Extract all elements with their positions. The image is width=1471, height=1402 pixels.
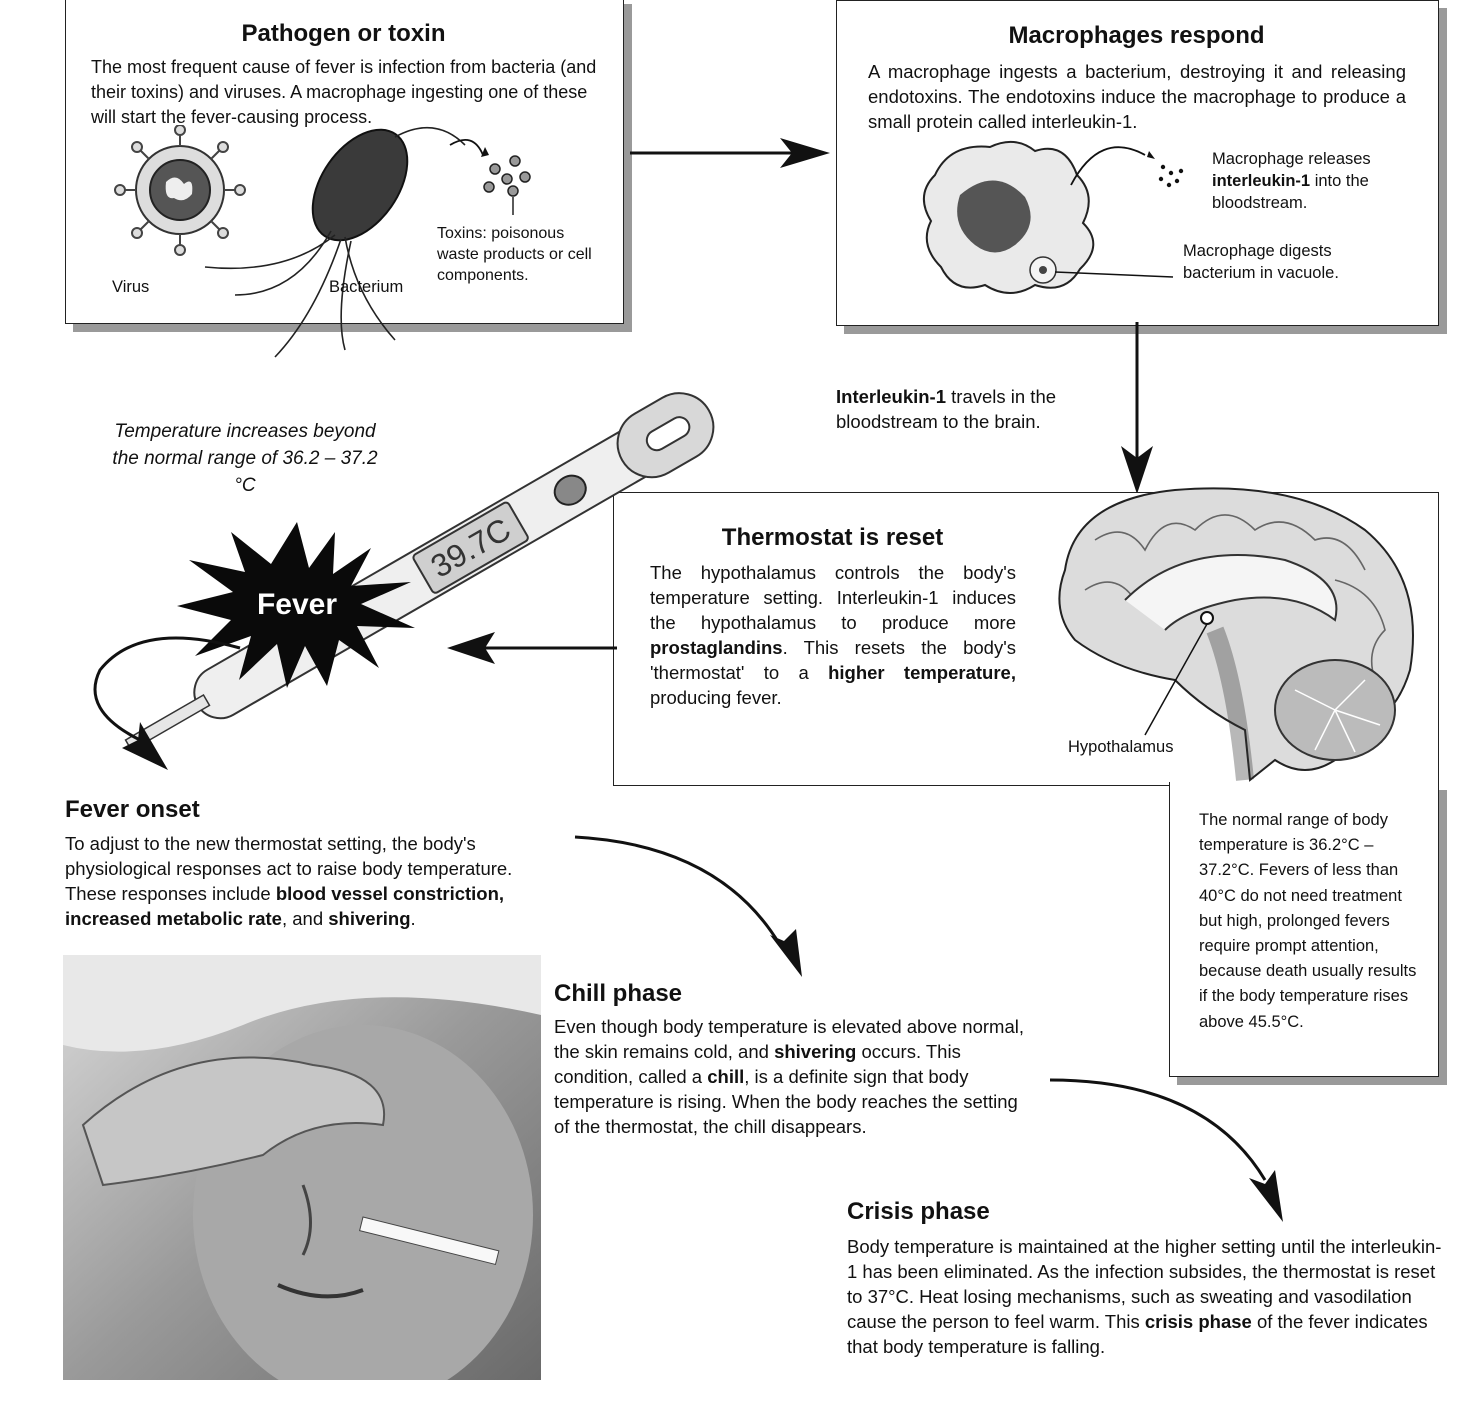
crisis-title: Crisis phase [847, 1198, 990, 1225]
arrow-thermostat-to-fever [447, 632, 617, 664]
travel-note: Interleukin-1 travels in the bloodstream… [836, 386, 1057, 432]
fever-onset-title: Fever onset [65, 796, 200, 823]
arrow-chill-to-crisis [1049, 1078, 1283, 1222]
macrophage-text: A macrophage ingests a bacterium, destro… [868, 61, 1406, 132]
brain-illustration [1058, 487, 1414, 782]
crisis-text: Body temperature is maintained at the hi… [847, 1236, 1442, 1357]
arrow-macrophage-to-brain [1121, 322, 1153, 494]
oral-thermometer-icon [359, 1216, 500, 1266]
fever-burst-icon [177, 522, 415, 688]
temperature-note: Temperature increases beyond the normal … [112, 421, 378, 496]
virus-icon [114, 125, 246, 256]
label-virus: Virus [112, 278, 150, 296]
toxins-icon [483, 155, 531, 215]
normal-range-note: The normal range of body temperature is … [1199, 811, 1417, 1031]
chill-title: Chill phase [554, 980, 683, 1007]
pathogen-illustration [114, 125, 531, 358]
panel-seam [1170, 780, 1436, 786]
macrophage-illustration [923, 140, 1184, 294]
arrow-fever-to-onset [93, 636, 241, 770]
pathogen-text: The most frequent cause of fever is infe… [91, 57, 597, 127]
chill-text: Even though body temperature is elevated… [554, 1016, 1024, 1137]
macrophage-digest-note: Macrophage digests bacterium in vacuole. [1183, 242, 1339, 282]
hypothalamus-label: Hypothalamus [1068, 738, 1174, 756]
hypothalamus-marker-icon [1200, 611, 1214, 625]
label-toxins: Toxins: poisonous waste products or cell… [437, 225, 592, 284]
normal-range-panel [1169, 782, 1439, 1077]
label-bacterium: Bacterium [329, 278, 404, 296]
fever-onset-text: To adjust to the new thermostat setting,… [65, 833, 513, 929]
fever-label: Fever [257, 588, 337, 621]
patient-photo [63, 955, 541, 1380]
macrophage-panel [836, 0, 1439, 326]
thermostat-text: The hypothalamus controls the body's tem… [650, 562, 1016, 708]
pathogen-title: Pathogen or toxin [241, 20, 446, 47]
macrophage-title: Macrophages respond [1008, 22, 1265, 49]
hand-icon [81, 1056, 386, 1187]
bacterium-icon [204, 126, 466, 358]
arrow-pathogen-to-macrophage [630, 138, 830, 168]
macrophage-release-note: Macrophage releases interleukin-1 into t… [1212, 150, 1371, 212]
arrow-onset-to-chill [574, 835, 802, 977]
fever-burst: Fever [177, 522, 415, 688]
thermostat-title: Thermostat is reset [721, 524, 944, 551]
